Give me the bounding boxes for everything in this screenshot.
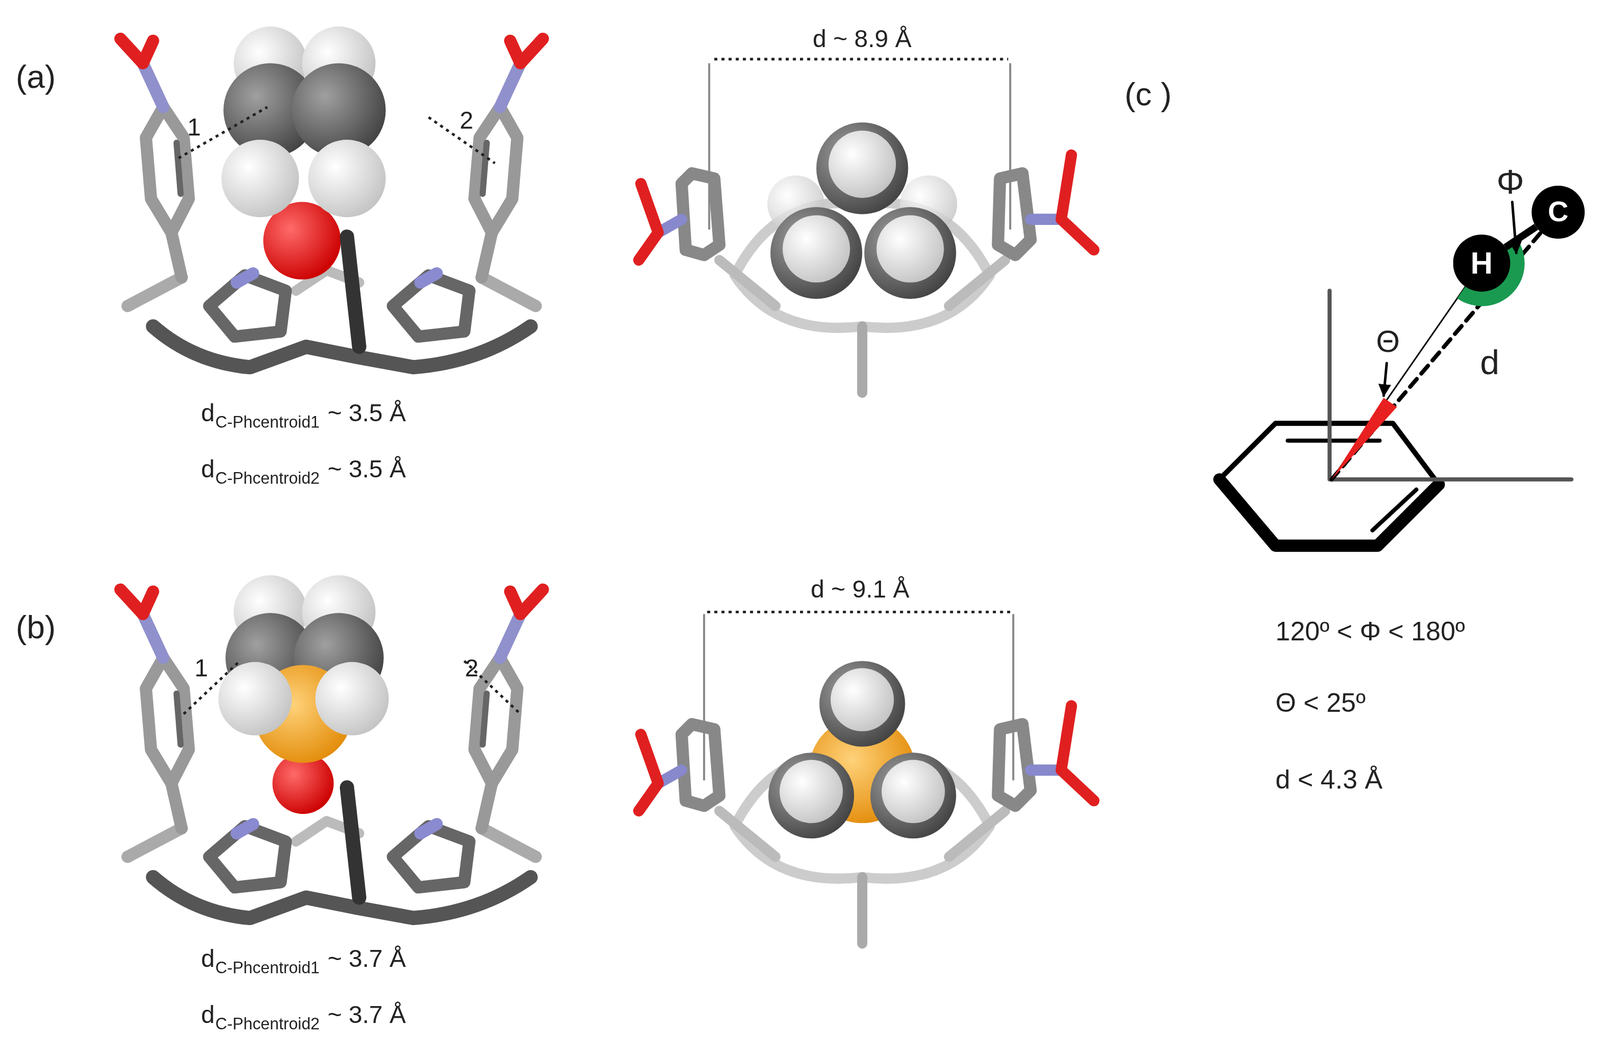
top-view-a bbox=[638, 59, 1094, 393]
side-view-a bbox=[120, 26, 543, 368]
atom-symbol: H bbox=[1470, 247, 1494, 279]
side-view-b bbox=[120, 575, 543, 919]
panel-letter: (b) bbox=[15, 608, 56, 647]
distance-symbol: d bbox=[201, 1001, 215, 1030]
distance-subscript: C-Phcentroid2 bbox=[215, 469, 320, 489]
distance-symbol: d bbox=[201, 399, 215, 428]
panel-letter: (c ) bbox=[1124, 75, 1172, 113]
angle-symbol: Φ bbox=[1496, 161, 1524, 202]
atom-circle: C bbox=[1531, 185, 1585, 239]
dimension-label: d ~ 9.1 Å bbox=[810, 575, 910, 604]
panel-letter: (a) bbox=[15, 57, 56, 96]
callout-number: 2 bbox=[464, 653, 479, 682]
distance-value: ~ 3.7 Å bbox=[327, 945, 407, 974]
criterion-text: Θ < 25º bbox=[1275, 688, 1366, 720]
atom-circle: H bbox=[1452, 234, 1510, 292]
distance-symbol: d bbox=[1480, 342, 1500, 383]
geometry-scheme bbox=[1219, 202, 1572, 546]
distance-value: ~ 3.5 Å bbox=[327, 455, 407, 484]
distance-value: ~ 3.5 Å bbox=[327, 399, 407, 428]
top-view-b bbox=[638, 612, 1094, 944]
distance-subscript: C-Phcentroid2 bbox=[215, 1015, 320, 1035]
dimension-label: d ~ 8.9 Å bbox=[812, 24, 912, 53]
criterion-text: 120º < Φ < 180º bbox=[1275, 617, 1465, 649]
bond-line bbox=[1505, 227, 1536, 248]
distance-value: ~ 3.7 Å bbox=[327, 1001, 407, 1030]
distance-subscript: C-Phcentroid1 bbox=[215, 959, 320, 978]
distance-subscript: C-Phcentroid1 bbox=[215, 413, 320, 433]
distance-symbol: d bbox=[201, 455, 215, 484]
callout-number: 1 bbox=[194, 653, 209, 682]
distance-symbol: d bbox=[201, 945, 215, 974]
atom-symbol: C bbox=[1547, 198, 1569, 227]
callout-number: 2 bbox=[459, 105, 474, 134]
criterion-text: d < 4.3 Å bbox=[1275, 765, 1383, 796]
angle-symbol: Θ bbox=[1376, 324, 1400, 359]
callout-number: 1 bbox=[187, 113, 202, 142]
